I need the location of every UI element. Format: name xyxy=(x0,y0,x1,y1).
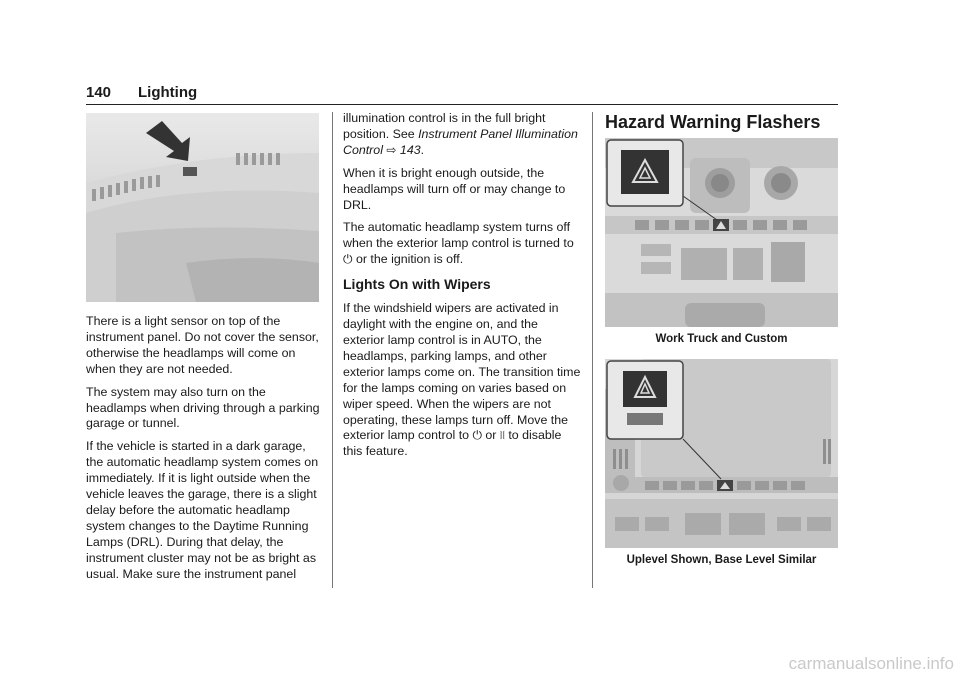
text: If the windshield wipers are activated i… xyxy=(343,301,581,443)
figure-caption: Work Truck and Custom xyxy=(655,333,788,345)
paragraph: When it is bright enough outside, the he… xyxy=(343,165,566,212)
text: or xyxy=(481,428,500,443)
page-reference-icon: ⇨ xyxy=(386,142,397,157)
page-number: 140 xyxy=(86,84,112,101)
parking-lamp-icon: ⧘⧙ xyxy=(499,428,505,443)
text: to disable this feature. xyxy=(343,428,562,459)
paragraph: illumination control is in the full brig… xyxy=(343,111,581,159)
section-title: Lighting xyxy=(138,84,198,101)
text: illumination control is in the full brig… xyxy=(343,111,546,141)
column-3: Hazard Warning Flashers xyxy=(605,111,838,133)
page-reference[interactable]: 143 xyxy=(399,142,421,157)
paragraph: If the vehicle is started in a dark gara… xyxy=(86,439,319,581)
power-icon: ⏻ xyxy=(343,252,353,267)
watermark: carmanualsonline.info xyxy=(788,654,954,673)
column-divider xyxy=(592,112,593,588)
paragraph: The automatic headlamp system turns off … xyxy=(343,220,581,268)
paragraph: If the windshield wipers are activated i… xyxy=(343,301,581,460)
page-header: 140 Lighting xyxy=(86,84,838,105)
paragraph: The system may also turn on the headlamp… xyxy=(86,384,320,431)
section-heading: Hazard Warning Flashers xyxy=(605,112,821,132)
column-2: illumination control is in the full brig… xyxy=(343,111,581,467)
text: or the ignition is off. xyxy=(352,252,464,267)
cross-reference-link[interactable]: Instrument Panel Illumination Control xyxy=(343,126,578,157)
column-divider xyxy=(332,112,333,588)
figure-caption: Uplevel Shown, Base Level Similar xyxy=(626,554,817,566)
hazard-button-uplevel-illustration xyxy=(605,359,838,548)
column-1: There is a light sensor on top of the in… xyxy=(86,314,322,590)
paragraph: There is a light sensor on top of the in… xyxy=(86,314,319,376)
text: The automatic headlamp system turns off … xyxy=(343,220,574,251)
subsection-heading: Lights On with Wipers xyxy=(343,276,491,293)
light-sensor-illustration xyxy=(86,113,319,302)
hazard-button-work-truck-illustration xyxy=(605,138,838,327)
power-icon: ⏻ xyxy=(472,428,482,443)
text: . xyxy=(420,142,425,157)
